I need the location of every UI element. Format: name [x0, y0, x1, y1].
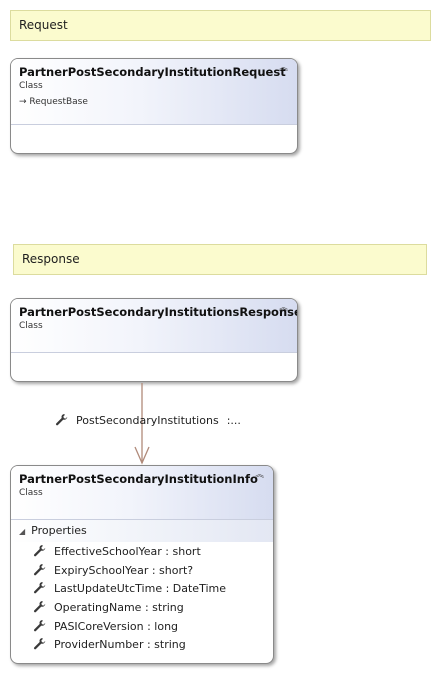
property-label: EffectiveSchoolYear : short [54, 545, 201, 558]
info-class-box[interactable]: PartnerPostSecondaryInstitutionInfo Clas… [10, 465, 274, 664]
wrench-icon [33, 619, 46, 632]
property-label: PASICoreVersion : long [54, 619, 179, 633]
double-chevron-up-icon[interactable]: ︽ [278, 63, 288, 73]
association-name: PostSecondaryInstitutions [76, 414, 219, 427]
class-name: PartnerPostSecondaryInstitutionInfo [19, 472, 258, 486]
response-note: Response [13, 244, 427, 275]
wrench-icon [33, 544, 46, 557]
property-label: LastUpdateUtcTime : DateTime [54, 582, 226, 596]
double-chevron-up-icon[interactable]: ︽ [254, 470, 264, 480]
class-kind: Class [19, 321, 43, 331]
request-class-box[interactable]: PartnerPostSecondaryInstitutionRequest C… [10, 58, 298, 154]
wrench-icon [33, 582, 46, 594]
base-class: → RequestBase [19, 95, 289, 109]
properties-section-header[interactable]: ◢ Properties [11, 520, 273, 542]
double-chevron-up-icon[interactable]: ︽ [278, 303, 288, 313]
wrench-icon [55, 413, 68, 426]
property-label: ExpirySchoolYear : short? [54, 563, 194, 577]
property-item[interactable]: EffectiveSchoolYear : short [11, 543, 273, 562]
property-item[interactable]: ProviderNumber : string [11, 636, 273, 655]
class-name: PartnerPostSecondaryInstitutionRequest [19, 65, 286, 79]
property-label: OperatingName : string [54, 601, 184, 615]
wrench-icon [33, 638, 46, 650]
arrow-right-icon: → [19, 97, 27, 107]
properties-list: EffectiveSchoolYear : short ExpirySchool… [11, 542, 273, 655]
wrench-icon [33, 601, 46, 613]
association-multiplicity: :... [226, 414, 241, 427]
property-item[interactable]: ExpirySchoolYear : short? [11, 562, 273, 581]
property-label: ProviderNumber : string [54, 638, 186, 652]
property-item[interactable]: LastUpdateUtcTime : DateTime [11, 580, 273, 599]
base-class-name: RequestBase [29, 97, 88, 107]
property-item[interactable]: PASICoreVersion : long [11, 618, 273, 637]
association-label[interactable]: PostSecondaryInstitutions:... [55, 413, 241, 427]
property-item[interactable]: OperatingName : string [11, 599, 273, 618]
wrench-icon [33, 563, 46, 575]
class-name: PartnerPostSecondaryInstitutionsResponse [19, 305, 298, 319]
response-class-box[interactable]: PartnerPostSecondaryInstitutionsResponse… [10, 298, 298, 382]
triangle-down-icon[interactable]: ◢ [19, 527, 26, 536]
response-class-header: PartnerPostSecondaryInstitutionsResponse… [11, 299, 297, 353]
arrowhead-icon [134, 446, 150, 465]
info-class-header: PartnerPostSecondaryInstitutionInfo Clas… [11, 466, 273, 520]
request-class-header: PartnerPostSecondaryInstitutionRequest C… [11, 59, 297, 125]
request-note: Request [10, 10, 431, 41]
class-kind: Class [19, 81, 43, 91]
class-kind: Class [19, 488, 43, 498]
section-label: Properties [31, 524, 87, 537]
